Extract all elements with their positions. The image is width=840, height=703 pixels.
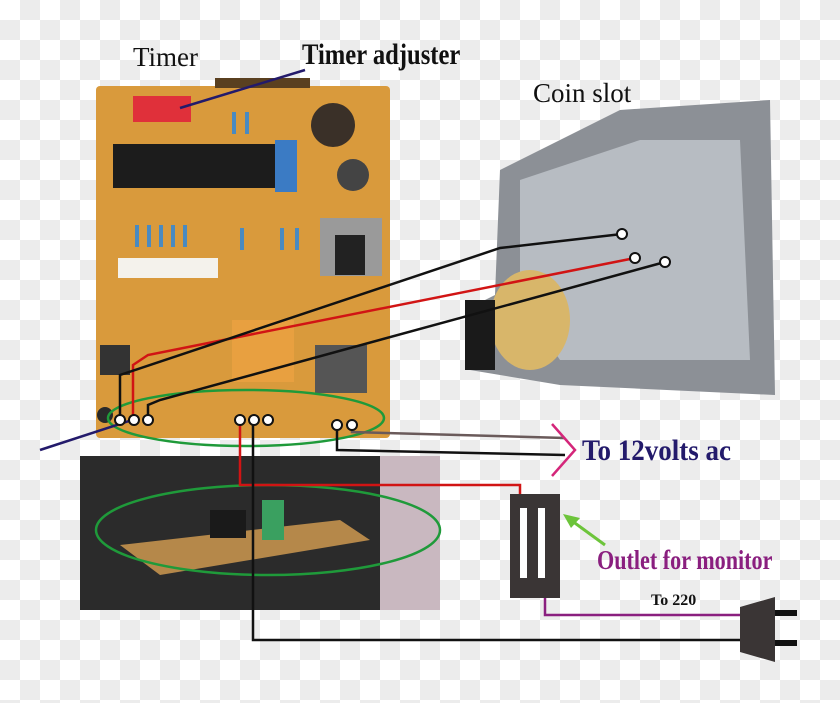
microcontroller-chip <box>113 144 293 188</box>
power-plug-icon <box>740 597 797 662</box>
to-220-label: To 220 <box>651 592 697 609</box>
terminal-dots <box>114 228 671 431</box>
dip-switch <box>133 96 191 122</box>
buzzer <box>311 103 355 147</box>
outlet-label: Outlet for monitor <box>597 545 773 575</box>
coin-slot-label: Coin slot <box>533 78 632 108</box>
timer-pcb <box>96 78 390 438</box>
timer-adjuster-label: Timer adjuster <box>302 38 461 71</box>
terminals-highlight <box>106 388 386 448</box>
to-12v-label: To 12volts ac <box>582 434 732 467</box>
timer-label: Timer <box>133 42 199 72</box>
bracket-12v <box>551 423 577 477</box>
coin-sensor-board <box>490 270 570 370</box>
power-board-photo <box>80 456 440 610</box>
coin-slot-photo <box>465 100 775 395</box>
monitor-outlet <box>510 494 560 598</box>
arrow-head-icon <box>563 514 580 528</box>
